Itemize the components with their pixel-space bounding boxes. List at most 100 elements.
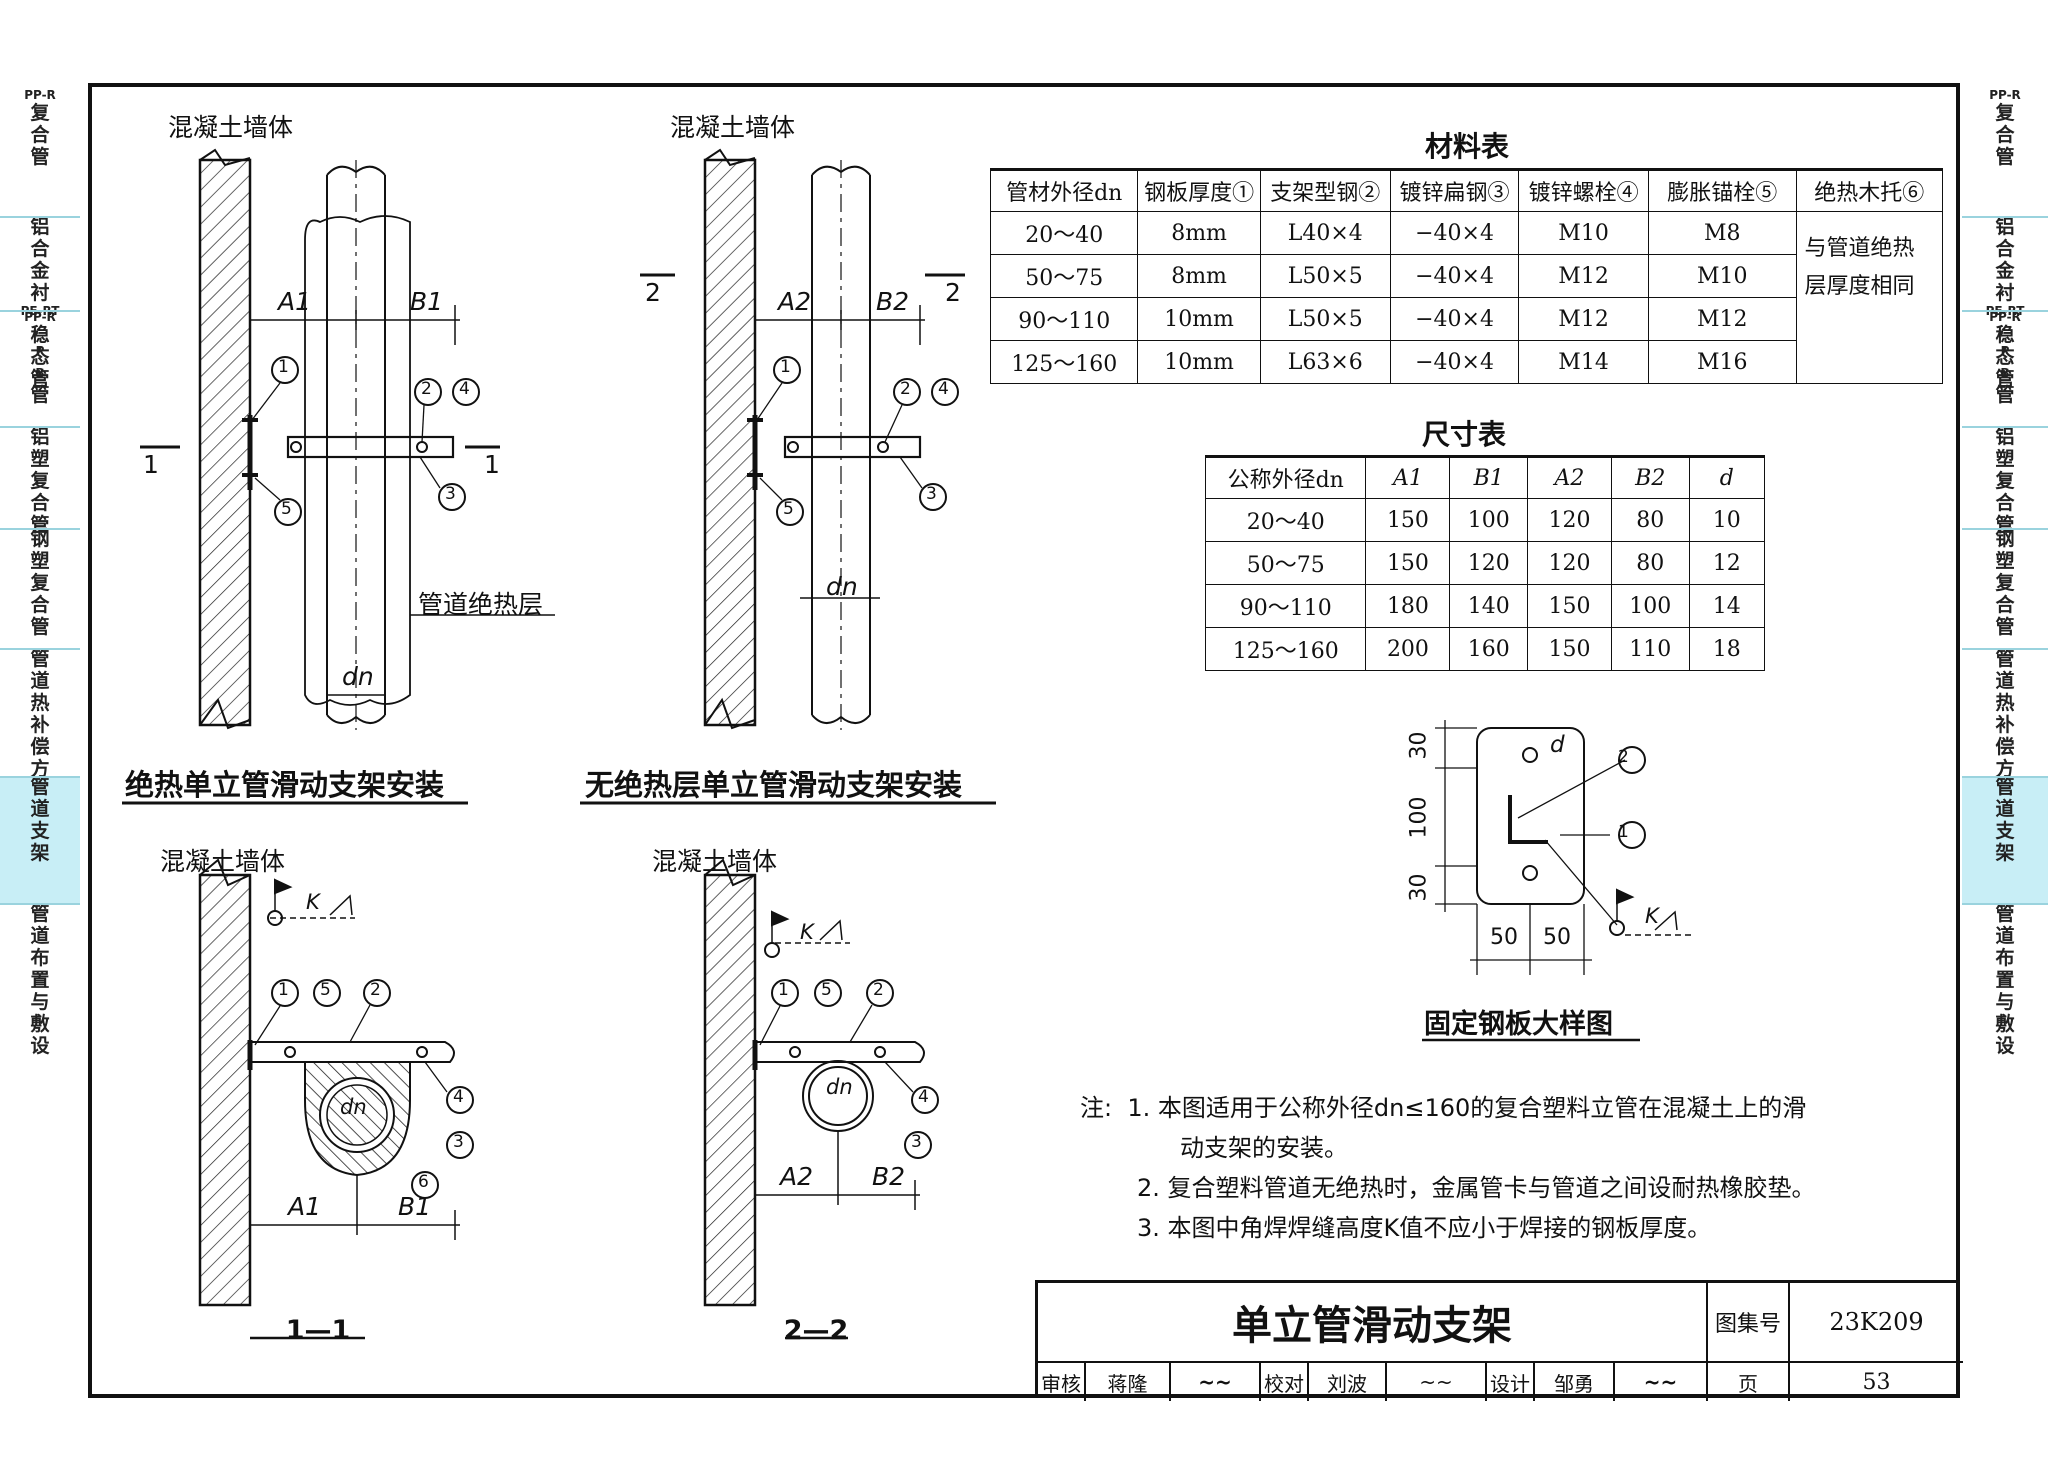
sidebar-section-4[interactable]: 铝塑复合管 (0, 426, 80, 536)
callout-number: 2 (1618, 747, 1629, 767)
callout-number: 5 (320, 980, 331, 1000)
size-cell: 110 (1610, 627, 1690, 671)
material-cell: 10mm (1137, 297, 1261, 341)
material-cell: M8 (1647, 211, 1797, 255)
check-label: 校对 (1261, 1363, 1309, 1401)
weld-k-2: K (800, 920, 814, 944)
sidebar-char: 与 (30, 991, 50, 1013)
dim-50-left: 50 (1490, 925, 1518, 950)
sidebar-char: 方 (1995, 758, 2015, 780)
sidebar-section-7[interactable]: 管道支架 (1962, 776, 2048, 903)
sidebar-section-4[interactable]: 铝塑复合管 (1962, 426, 2048, 536)
sidebar-section-8[interactable]: 管道布置与敷设 (0, 903, 80, 1083)
sidebar-char: 热 (1995, 692, 2015, 714)
drawing-frame (88, 83, 1960, 1398)
sidebar-char: 塑 (1995, 448, 2015, 470)
sidebar-section-prefix: PP-R (24, 310, 56, 324)
sidebar-char: 道 (30, 925, 50, 947)
weld-k-3: K (1645, 904, 1659, 928)
callout-number: 1 (778, 980, 789, 1000)
sidebar-char: 管 (30, 648, 50, 670)
size-cell: 150 (1365, 498, 1451, 542)
cut-mark-1-right: 1 (484, 450, 500, 479)
size-cell: 100 (1610, 584, 1690, 628)
callout-number: 2 (370, 980, 381, 1000)
sidebar-char: 支 (30, 820, 50, 842)
sidebar-section-7[interactable]: 管道支架 (0, 776, 80, 903)
size-header-cell: A1 (1365, 455, 1451, 499)
material-cell: M10 (1647, 254, 1797, 298)
sidebar-char: 置 (30, 969, 50, 991)
sidebar-char: 合 (30, 492, 50, 514)
dim-dn-2: dn (826, 572, 858, 601)
sidebar-char: 金 (30, 260, 50, 282)
material-cell: L63×6 (1259, 340, 1391, 384)
sidebar-char: 与 (1995, 991, 2015, 1013)
wall-label-1: 混凝土墙体 (168, 113, 294, 142)
sidebar-section-2[interactable]: 铝合金衬PE-RT、PB管 (1962, 216, 2048, 406)
reviewer-signature: ~~ (1171, 1363, 1261, 1401)
size-cell: 20～40 (1204, 498, 1367, 542)
dim-a1-sec: A1 (288, 1192, 322, 1221)
sidebar-char: 热 (30, 692, 50, 714)
sidebar-section-8[interactable]: 管道布置与敷设 (1962, 903, 2048, 1083)
sidebar-char: 合 (1995, 594, 2015, 616)
sidebar-char: 敷 (30, 1013, 50, 1035)
wall-label-3: 混凝土墙体 (160, 847, 286, 876)
size-cell: 200 (1365, 627, 1451, 671)
sidebar-char: 塑 (30, 448, 50, 470)
material-cell: M14 (1518, 340, 1649, 384)
sidebar-char: 管 (1995, 146, 2015, 168)
callout-number: 2 (421, 379, 432, 399)
material-cell: L50×5 (1259, 297, 1391, 341)
sidebar-char: 管 (1995, 368, 2015, 390)
callout-number: 3 (926, 484, 937, 504)
sidebar-char: 塑 (1995, 550, 2015, 572)
material-cell: 20～40 (989, 211, 1139, 255)
title-block: 单立管滑动支架 图集号 23K209 审核 蒋隆 ~~ 校对 刘波 ~~ 设计 … (1035, 1280, 1963, 1401)
material-merged-note: 与管道绝热层厚度相同 (1795, 211, 1944, 384)
sidebar-section-5[interactable]: 钢塑复合管 (0, 528, 80, 648)
sidebar-char: 布 (1995, 947, 2015, 969)
note-prefix: 注: (1080, 1094, 1113, 1122)
sidebar-separator (0, 426, 80, 428)
sidebar-char: 衬 (30, 282, 50, 304)
notes: 注: 1. 本图适用于公称外径dn≤160的复合塑料立管在混凝土上的滑 动支架的… (1080, 1088, 1816, 1248)
sidebar-char: 合 (1995, 238, 2015, 260)
size-cell: 80 (1610, 498, 1690, 542)
callout-number: 6 (418, 1172, 429, 1192)
material-cell: −40×4 (1389, 254, 1520, 298)
sidebar-separator (1962, 648, 2048, 650)
sidebar-char: 铝 (1995, 426, 2015, 448)
size-cell: 120 (1527, 498, 1612, 542)
page-label: 页 (1708, 1363, 1790, 1401)
size-cell: 140 (1449, 584, 1528, 628)
note-2: 2. 复合塑料管道无绝热时，金属管卡与管道之间设耐热橡胶垫。 (1137, 1174, 1816, 1202)
material-cell: 10mm (1137, 340, 1261, 384)
sidebar-char: 态 (30, 346, 50, 368)
sidebar-char: 铝 (1995, 216, 2015, 238)
sidebar-char: 敷 (1995, 1013, 2015, 1035)
size-header-cell: 公称外径dn (1204, 455, 1367, 499)
sidebar-char: 合 (1995, 492, 2015, 514)
sidebar-section-5[interactable]: 钢塑复合管 (1962, 528, 2048, 648)
sidebar-char: 设 (1995, 1035, 2015, 1057)
dim-dn-1: dn (342, 662, 374, 691)
sidebar-section-6[interactable]: 管道热补偿方式 (0, 648, 80, 802)
cut-mark-2-right: 2 (945, 278, 961, 307)
dim-b1: B1 (410, 287, 444, 316)
sidebar-char: 管 (1995, 514, 2015, 536)
dim-d: d (1550, 732, 1565, 758)
material-cell: M10 (1518, 211, 1649, 255)
material-header-cell: 管材外径dn (989, 168, 1139, 212)
size-cell: 120 (1449, 541, 1528, 585)
sidebar-char: 合 (30, 594, 50, 616)
